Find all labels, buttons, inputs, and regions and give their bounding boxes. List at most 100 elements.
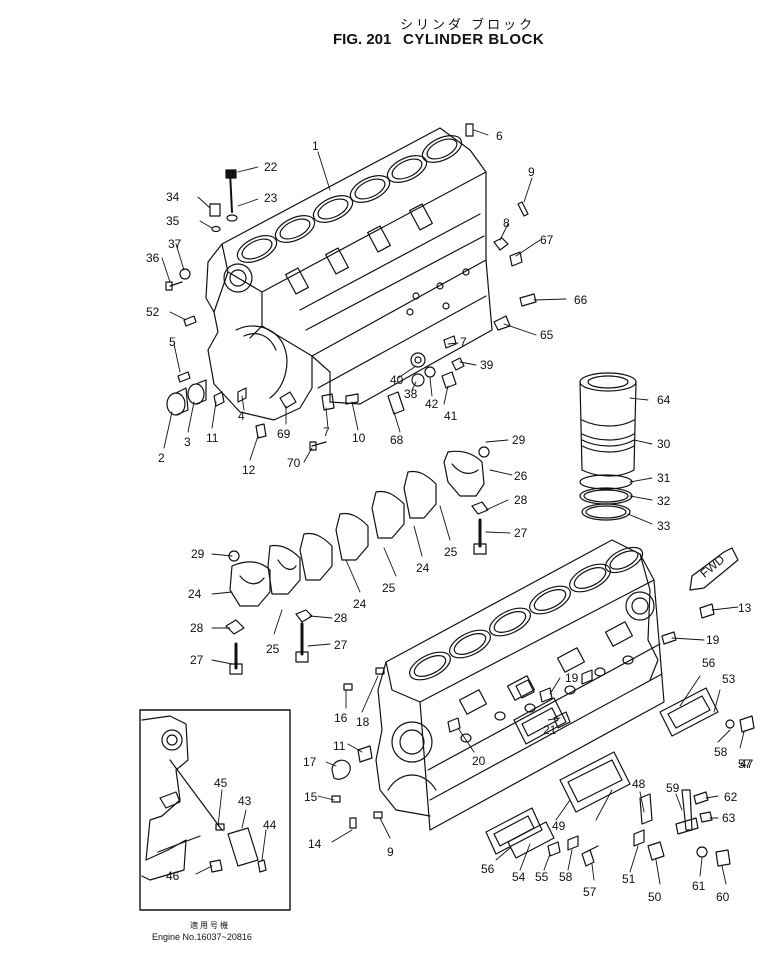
callout-32: 32 xyxy=(657,494,671,508)
callout-39: 39 xyxy=(480,358,494,372)
callout-21: 21 xyxy=(543,723,557,737)
callout-53: 53 xyxy=(722,672,736,686)
callout-26: 26 xyxy=(514,469,528,483)
callout-27c: 27 xyxy=(190,653,204,667)
callout-14: 14 xyxy=(308,837,322,851)
callout-10: 10 xyxy=(352,431,366,445)
callout-27: 27 xyxy=(514,526,528,540)
callout-70: 70 xyxy=(287,456,301,470)
callout-40: 40 xyxy=(390,373,404,387)
callout-55: 55 xyxy=(535,870,549,884)
callout-15: 15 xyxy=(304,790,318,804)
callout-33: 33 xyxy=(657,519,671,533)
callout-64: 64 xyxy=(657,393,671,407)
callout-59: 59 xyxy=(666,781,680,795)
callout-13: 13 xyxy=(738,601,752,615)
callout-61: 61 xyxy=(692,879,706,893)
engine-number-range: Engine No.16037~20816 xyxy=(152,932,252,942)
callout-38: 38 xyxy=(404,387,418,401)
footer-jp-label: 適用号機 xyxy=(190,921,230,930)
callout-28: 28 xyxy=(514,493,528,507)
callout-36: 36 xyxy=(146,251,160,265)
callout-17: 17 xyxy=(303,755,317,769)
callout-56: 56 xyxy=(702,656,716,670)
callout-45: 45 xyxy=(214,776,228,790)
callout-22: 22 xyxy=(264,160,278,174)
callout-7b: 7 xyxy=(323,425,330,439)
diagram-header: シリンダ ブロック FIG. 201 CYLINDER BLOCK xyxy=(0,0,761,60)
main-bearing-caps xyxy=(225,446,490,675)
callout-27b: 27 xyxy=(334,638,348,652)
callout-34: 34 xyxy=(166,190,180,204)
callout-24b: 24 xyxy=(353,597,367,611)
callout-16: 16 xyxy=(334,711,348,725)
callout-60: 60 xyxy=(716,890,730,904)
callout-8: 8 xyxy=(503,216,510,230)
callout-42: 42 xyxy=(425,397,439,411)
callout-11: 11 xyxy=(206,431,219,445)
callout-51: 51 xyxy=(622,872,636,886)
callout-66: 66 xyxy=(574,293,588,307)
upper-cylinder-block xyxy=(205,127,493,421)
figure-number: FIG. 201 xyxy=(333,31,392,48)
callout-25c: 25 xyxy=(444,545,458,559)
callout-20: 20 xyxy=(472,754,486,768)
callout-65: 65 xyxy=(540,328,554,342)
fwd-arrow: FWD xyxy=(689,547,739,591)
callout-46: 46 xyxy=(166,869,180,883)
callout-52: 52 xyxy=(146,305,160,319)
callout-6: 6 xyxy=(496,129,503,143)
callout-11b: 11 xyxy=(333,739,346,753)
fwd-label: FWD xyxy=(697,552,727,581)
callout-2: 2 xyxy=(158,451,165,465)
callout-44: 44 xyxy=(263,818,277,832)
callout-47: 47 xyxy=(740,757,754,771)
callout-37: 37 xyxy=(168,237,182,251)
japanese-title: シリンダ ブロック xyxy=(400,18,536,33)
callout-7: 7 xyxy=(460,335,467,349)
upper-small-parts xyxy=(165,123,537,451)
callout-9b: 9 xyxy=(387,845,394,859)
callout-35: 35 xyxy=(166,214,180,228)
callout-23: 23 xyxy=(264,191,278,205)
callout-25b: 25 xyxy=(382,581,396,595)
callout-50: 50 xyxy=(648,890,662,904)
lower-cylinder-block xyxy=(375,539,719,859)
callout-57b: 57 xyxy=(583,885,597,899)
callout-28b: 28 xyxy=(334,611,348,625)
callout-54: 54 xyxy=(512,870,526,884)
callout-30: 30 xyxy=(657,437,671,451)
callout-9: 9 xyxy=(528,165,535,179)
cylinder-liner xyxy=(579,372,637,521)
callout-67: 67 xyxy=(540,233,554,247)
callout-62: 62 xyxy=(724,790,738,804)
callout-19b: 19 xyxy=(565,671,579,685)
callout-24: 24 xyxy=(188,587,202,601)
callout-48: 48 xyxy=(632,777,646,791)
inset-detail xyxy=(139,709,291,911)
callout-58: 58 xyxy=(714,745,728,759)
lower-small-parts xyxy=(331,603,755,867)
figure-title: CYLINDER BLOCK xyxy=(403,31,545,48)
callout-63: 63 xyxy=(722,811,736,825)
callout-56b: 56 xyxy=(481,862,495,876)
callout-31: 31 xyxy=(657,471,671,485)
callout-24c: 24 xyxy=(416,561,430,575)
callout-19: 19 xyxy=(706,633,720,647)
callout-25: 25 xyxy=(266,642,280,656)
callout-68: 68 xyxy=(390,433,404,447)
callout-1: 1 xyxy=(312,139,319,153)
callout-41: 41 xyxy=(444,409,458,423)
leader-lines xyxy=(161,129,745,885)
callout-29: 29 xyxy=(512,433,526,447)
callout-58b: 58 xyxy=(559,870,573,884)
callout-18: 18 xyxy=(356,715,370,729)
callout-labels: 1 2 3 4 5 6 7 7 8 9 9 10 11 11 12 13 14 … xyxy=(146,129,754,904)
callout-5: 5 xyxy=(169,335,176,349)
callout-43: 43 xyxy=(238,794,252,808)
callout-57: 57 xyxy=(738,757,752,771)
callout-3: 3 xyxy=(184,435,191,449)
callout-4: 4 xyxy=(238,409,245,423)
callout-49: 49 xyxy=(552,819,566,833)
